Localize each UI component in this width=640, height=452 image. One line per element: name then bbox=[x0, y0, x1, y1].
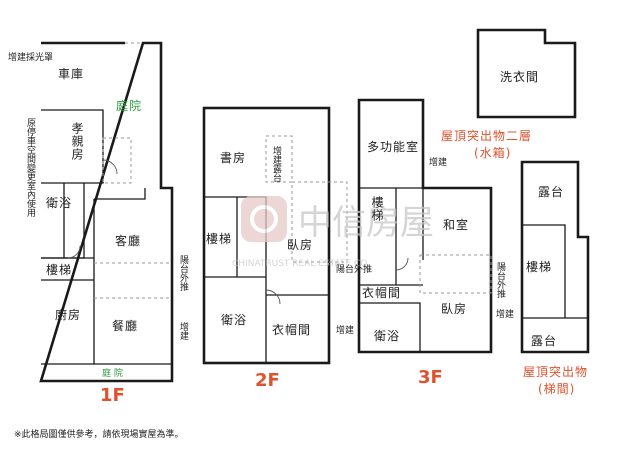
room-bedroom-3f: 臥房 bbox=[441, 301, 467, 316]
label-roof-lower-sub: (梯間) bbox=[538, 382, 575, 396]
label-roof-upper-sub: (水箱) bbox=[474, 145, 511, 160]
floor-2f bbox=[202, 106, 348, 365]
room-terrace-roof-bottom: 露台 bbox=[531, 333, 557, 348]
roof-lower bbox=[520, 160, 590, 354]
room-study-2f: 書房 bbox=[220, 150, 246, 165]
room-tatami-3f: 和室 bbox=[443, 217, 469, 232]
watermark-brand-cn: 中信房屋 bbox=[298, 203, 434, 243]
room-courtyard-1f: 庭院 bbox=[116, 98, 142, 113]
room-bath-2f: 衛浴 bbox=[221, 313, 247, 327]
note-addition-3f-b: 增建 bbox=[496, 308, 514, 320]
room-terrace-roof-top: 露台 bbox=[538, 184, 564, 199]
floor-label-2f: 2F bbox=[255, 370, 280, 391]
note-balcony-1f: 陽台外推 bbox=[178, 255, 189, 292]
room-stairs-roof: 樓梯 bbox=[526, 259, 552, 274]
room-garage-1f: 車庫 bbox=[58, 67, 84, 81]
footnote: ※此格局圖僅供參考，請依現場實屋為準。 bbox=[14, 428, 184, 440]
room-closet-3f: 衣帽間 bbox=[362, 285, 401, 300]
note-balcony-2f: 陽台外推 bbox=[336, 263, 372, 275]
room-kitchen-1f: 廚房 bbox=[55, 307, 81, 322]
watermark: 中信房屋 CHINATRUST REAL ESTATE CO. bbox=[232, 196, 434, 269]
label-roof-upper: 屋頂突出物二層 bbox=[441, 128, 532, 143]
room-elder-1f: 孝親房 bbox=[70, 122, 84, 161]
note-skylight-1f: 增建採光罩 bbox=[8, 51, 53, 63]
room-multi-3f: 多功能室 bbox=[367, 139, 419, 154]
note-addition-1f: 增建 bbox=[178, 321, 189, 341]
floor-1f bbox=[39, 41, 174, 383]
room-living-1f: 客廳 bbox=[115, 233, 141, 248]
floor-label-1f: 1F bbox=[100, 385, 125, 406]
room-bedroom-2f: 臥房 bbox=[287, 237, 313, 252]
note-addition-2f: 增建 bbox=[336, 324, 354, 336]
note-parking-1f: 原停車空間變更室內使用 bbox=[25, 118, 36, 218]
room-stairs-3f: 樓梯 bbox=[370, 195, 384, 222]
watermark-logo bbox=[241, 196, 287, 242]
floor-3f bbox=[357, 98, 493, 354]
label-front-yard-1f: 庭 院 bbox=[102, 367, 123, 379]
note-addition-3f-a: 增建 bbox=[429, 156, 447, 168]
room-bath-3f: 衛浴 bbox=[374, 329, 400, 343]
floor-label-3f: 3F bbox=[418, 367, 443, 388]
watermark-brand-en: CHINATRUST REAL ESTATE CO. bbox=[232, 259, 370, 269]
room-bath-1f: 衛浴 bbox=[46, 196, 72, 210]
room-dining-1f: 餐廳 bbox=[112, 318, 138, 333]
room-laundry-roof: 洗衣間 bbox=[500, 69, 539, 84]
room-stairs-1f: 樓梯 bbox=[46, 262, 72, 277]
room-stairs-2f: 樓梯 bbox=[206, 231, 232, 246]
roof-upper bbox=[476, 28, 577, 119]
label-roof-lower: 屋頂突出物 bbox=[523, 364, 588, 379]
note-addition-terrace-2f: 增建露台 bbox=[271, 145, 282, 183]
room-closet-2f: 衣帽間 bbox=[272, 322, 311, 337]
note-balcony-3f: 陽台外推 bbox=[495, 262, 506, 299]
